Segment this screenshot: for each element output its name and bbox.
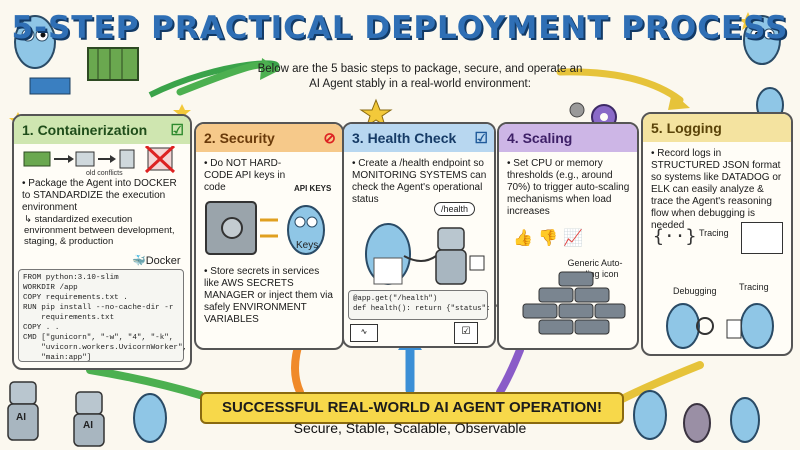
- step-5-header: 5. Logging: [643, 114, 791, 142]
- step-containerization: 1. Containerization ☑ old conflicts • Pa…: [12, 114, 192, 370]
- step-2-bullet-1: • Do NOT HARD-CODE API keys in code: [204, 158, 286, 193]
- check-icon: ☑: [170, 122, 184, 139]
- gopher-mascot: [14, 15, 56, 69]
- page-title: 5-STEP PRACTICAL DEPLOYMENT PROCESS: [11, 10, 789, 46]
- scaling-thumbs-icons: 👍 👎 📈: [513, 228, 583, 247]
- step-1-subpoint: ↳ standardized execution environment bet…: [24, 214, 175, 247]
- auto-scaling-label: Generic Auto-scaling icon: [567, 258, 623, 279]
- safe-and-gopher-illustration: [205, 201, 325, 255]
- step-2-title: 2. Security: [204, 130, 275, 146]
- thumbs-up-icon: 👍: [513, 228, 533, 247]
- tracing-label-2: Tracing: [739, 282, 769, 292]
- step-health-check: 3. Health Check ☑ • Create a /health end…: [342, 122, 517, 348]
- step-3-title: 3. Health Check: [352, 130, 457, 146]
- step-4-header: 4. Scaling: [499, 124, 637, 152]
- monitor-chart-icon: ∿: [350, 324, 378, 342]
- health-endpoint-code: @app.get("/health") def health(): return…: [348, 290, 517, 320]
- bullet-dot-icon: •: [22, 178, 29, 189]
- check-icon: ☑: [474, 130, 488, 147]
- step-1-header: 1. Containerization ☑: [14, 116, 190, 144]
- conflict-label: old conflicts: [86, 170, 123, 177]
- step-3-header: 3. Health Check ☑: [344, 124, 494, 152]
- health-speech-bubble: /health: [434, 202, 476, 216]
- debugging-label: Debugging: [673, 286, 717, 296]
- growth-chart-icon: 📈: [563, 228, 583, 247]
- doctor-gopher-robot-illustration: [365, 223, 485, 285]
- step-5-title: 5. Logging: [651, 120, 722, 136]
- robot-ai-label-1: AI: [16, 412, 26, 423]
- step-security: 2. Security ⊘ • Do NOT HARD-CODE API key…: [194, 122, 344, 350]
- step-5-bullet: • Record logs in STRUCTURED JSON format …: [651, 148, 782, 231]
- success-banner: SUCCESSFUL REAL-WORLD AI AGENT OPERATION…: [200, 392, 624, 424]
- robot-ai-label-2: AI: [83, 420, 93, 431]
- intro-text: Below are the 5 basic steps to package, …: [257, 63, 583, 90]
- api-keys-label: API KEYS: [294, 184, 332, 193]
- log-window-icon: [741, 222, 783, 254]
- step-scaling: 4. Scaling • Set CPU or memory threshold…: [497, 122, 639, 350]
- step-logging: 5. Logging • Record logs in STRUCTURED J…: [641, 112, 793, 356]
- step-3-bullet: • Create a /health endpoint so MONITORIN…: [352, 158, 487, 205]
- docker-whale-icon: 🐳: [132, 255, 146, 267]
- checklist-icon: ☑: [454, 322, 478, 344]
- thumbs-down-icon: 👎: [538, 228, 558, 247]
- container-conflict-icons: [23, 146, 176, 174]
- step-2-header: 2. Security ⊘: [196, 124, 342, 152]
- keys-label: Keys: [296, 240, 319, 251]
- server-stack-illustration: [522, 271, 626, 335]
- json-braces-icon: {··}: [653, 226, 697, 247]
- success-subtitle: Secure, Stable, Scalable, Observable: [293, 420, 527, 436]
- step-1-title: 1. Containerization: [22, 122, 148, 138]
- no-entry-icon: ⊘: [323, 130, 336, 147]
- step-4-bullet: • Set CPU or memory thresholds (e.g., ar…: [507, 158, 630, 217]
- step-4-title: 4. Scaling: [507, 130, 573, 146]
- step-1-bullet: • Package the Agent into DOCKER to STAND…: [22, 178, 177, 213]
- detective-gophers-illustration: [666, 303, 774, 349]
- docker-label: 🐳Docker: [132, 255, 181, 267]
- step-2-bullet-2: • Store secrets in services like AWS SEC…: [204, 266, 333, 325]
- arrow-right-icon: ↳: [24, 214, 35, 225]
- tracing-label-1: Tracing: [699, 228, 729, 238]
- dockerfile-code: FROM python:3.10-slim WORKDIR /app COPY …: [18, 269, 187, 362]
